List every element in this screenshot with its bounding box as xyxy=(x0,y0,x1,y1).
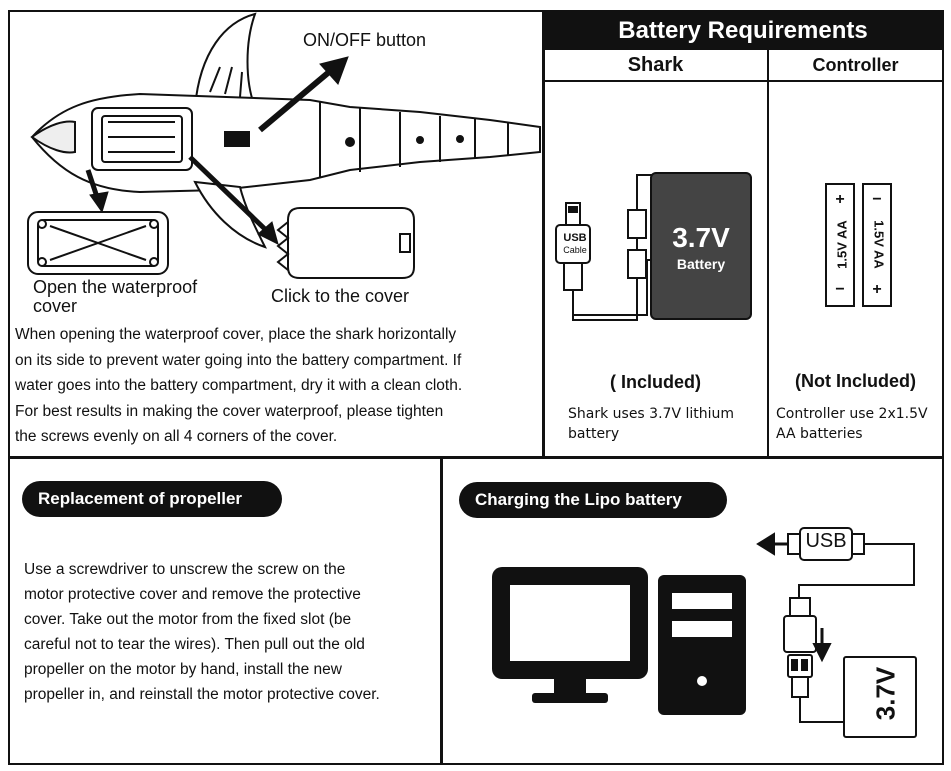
shark-included-label: ( Included) xyxy=(610,372,701,392)
instruction-line: When opening the waterproof cover, place… xyxy=(15,326,457,343)
instruction-line: the screws evenly on all 4 corners of th… xyxy=(15,428,338,445)
open-cover-label-line2: cover xyxy=(33,296,78,316)
battery-requirements-title: Battery Requirements xyxy=(544,12,942,50)
caption-line: Shark uses 3.7V lithium xyxy=(568,406,735,422)
aa-minus-sign: − xyxy=(872,191,882,208)
instruction-sheet-frame xyxy=(8,10,944,765)
computer-icon xyxy=(492,567,746,715)
waterproof-instructions: When opening the waterproof cover, place… xyxy=(15,322,462,450)
caption-line: battery xyxy=(568,426,620,442)
aa-battery-right: − 1.5V AA + xyxy=(862,183,892,307)
click-cover-label: Click to the cover xyxy=(271,286,410,306)
instruction-line: propeller on the motor by hand, install … xyxy=(24,661,342,678)
propeller-instructions: Use a screwdriver to unscrew the screw o… xyxy=(24,557,380,707)
aa-minus-sign: − xyxy=(835,281,845,298)
instruction-line: motor protective cover and remove the pr… xyxy=(24,586,361,603)
controller-column-header: Controller xyxy=(812,54,899,75)
instruction-line: water goes into the battery compartment,… xyxy=(15,377,463,394)
usb-cable-cable-text: Cable xyxy=(563,245,587,255)
controller-included-label: (Not Included) xyxy=(795,371,916,391)
instruction-line: on its side to prevent water going into … xyxy=(15,351,462,369)
charging-section-title: Charging the Lipo battery xyxy=(459,482,727,518)
instruction-line: Use a screwdriver to unscrew the screw o… xyxy=(24,561,346,578)
on-off-label: ON/OFF button xyxy=(303,30,427,50)
battery-voltage-text: 3.7V xyxy=(672,222,730,253)
caption-line: Controller use 2x1.5V xyxy=(776,406,928,422)
divider-battery-columns xyxy=(767,50,769,458)
instruction-line: For best results in making the cover wat… xyxy=(15,402,444,420)
usb-cable-usb-text: USB xyxy=(563,232,587,244)
charging-usb-text: USB xyxy=(805,530,847,552)
usb-cable-graphic xyxy=(555,174,662,321)
shark-column-header: Shark xyxy=(627,53,684,76)
caption-line: AA batteries xyxy=(776,426,863,442)
open-cover-label-line1: Open the waterproof xyxy=(33,277,198,297)
divider-top-vertical xyxy=(542,10,545,458)
instruction-line: cover. Take out the motor from the fixed… xyxy=(24,611,352,628)
battery-text: Battery xyxy=(676,256,726,272)
divider-bottom-vertical xyxy=(440,457,443,765)
shark-battery-caption: Shark uses 3.7V lithium battery xyxy=(568,404,734,444)
aa-plus-sign: + xyxy=(835,191,845,208)
aa-plus-sign: + xyxy=(872,281,882,298)
divider-middle-horizontal xyxy=(8,456,944,459)
charging-voltage-text: 3.7V xyxy=(870,666,901,721)
aa-battery-left: + 1.5V AA − xyxy=(825,183,855,307)
charging-cable-graphic xyxy=(756,527,917,738)
propeller-section-title: Replacement of propeller xyxy=(22,481,282,517)
divider-battery-header xyxy=(544,80,942,82)
shark-illustration xyxy=(27,12,541,279)
instruction-line: propeller in, and reinstall the motor pr… xyxy=(24,686,380,703)
instruction-line: careful not to tear the wires). Then pul… xyxy=(24,636,365,653)
lithium-battery: 3.7V Battery xyxy=(650,172,752,320)
controller-battery-caption: Controller use 2x1.5V AA batteries xyxy=(776,404,928,444)
